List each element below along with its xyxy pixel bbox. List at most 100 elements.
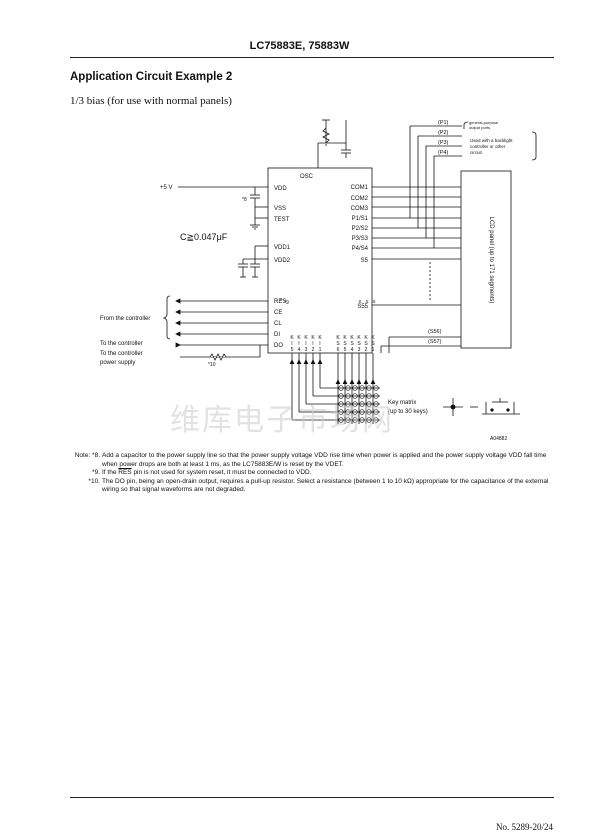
- capacitor-label: C≧0.047μF: [180, 232, 228, 242]
- note-10-tag: *10.: [88, 477, 100, 485]
- ks5: 5: [344, 347, 347, 353]
- key-switch: [352, 401, 358, 407]
- pin-p2s2: P2/S2: [352, 226, 369, 232]
- pin-vss: VSS: [274, 206, 286, 212]
- note-9-text-after: pin is not used for system reset, it mus…: [131, 469, 312, 476]
- svg-text:S: S: [365, 299, 368, 304]
- note-9: *9. If the RES pin is not used for syste…: [70, 469, 556, 478]
- switch-detail: [443, 398, 520, 416]
- page-header: LC75883E, 75883W: [249, 40, 350, 52]
- pin-vdd2: VDD2: [274, 258, 291, 264]
- osc-rc-network: [317, 119, 351, 168]
- left-pin-labels: VDD VSS TEST VDD1 VDD2 RES CE CL DI DO: [274, 186, 291, 349]
- section-title: Application Circuit Example 2: [70, 71, 233, 83]
- pin-cl: CL: [274, 321, 282, 327]
- svg-text:S: S: [350, 341, 354, 347]
- key-switch: [352, 385, 358, 391]
- svg-text:S: S: [358, 299, 361, 304]
- controller-lines: [162, 295, 268, 361]
- note-9-text-before: If the: [102, 469, 119, 476]
- svg-text:K: K: [318, 335, 322, 341]
- footer-rule: [70, 797, 554, 798]
- key-matrix-wiring: [289, 353, 380, 424]
- port-note-gp2: output ports: [469, 125, 490, 130]
- key-switch: [338, 409, 344, 415]
- key-switch: [366, 401, 372, 407]
- port-note-bl-3: circuit.: [470, 150, 483, 155]
- port-p2: (P2): [438, 130, 449, 136]
- s56-s57-lines: [380, 336, 461, 353]
- ki1: 1: [319, 347, 322, 353]
- pin-s55: S55: [357, 304, 368, 310]
- key-switch: [373, 409, 379, 415]
- note8-marker: *8: [242, 197, 247, 203]
- from-controller-label: From the controller: [100, 316, 150, 322]
- svg-text:I: I: [319, 341, 320, 347]
- note-9-tag: *9.: [92, 469, 100, 476]
- to-power-label-1: To the controller: [100, 351, 143, 357]
- to-controller-label: To the controller: [100, 341, 143, 347]
- svg-text:I: I: [291, 341, 292, 347]
- lcd-panel: [460, 170, 512, 349]
- svg-text:K: K: [371, 335, 375, 341]
- svg-text:K: K: [304, 335, 308, 341]
- note10-marker: *10: [208, 362, 216, 368]
- key-switch: [359, 409, 365, 415]
- note-10: *10. The DO pin, being an open-drain out…: [70, 478, 556, 495]
- svg-text:S: S: [336, 341, 340, 347]
- note9-marker: *9: [284, 300, 289, 306]
- svg-text:K: K: [336, 335, 340, 341]
- key-switch: [373, 417, 379, 423]
- plus5v-label: +5 V: [160, 185, 173, 191]
- key-switch: [338, 401, 344, 407]
- port-note-bl-1: Used with a backlight: [470, 138, 513, 143]
- svg-text:K: K: [357, 335, 361, 341]
- note-9-res: RES: [118, 469, 132, 476]
- note-8: Note: *8. Add a capacitor to the power s…: [70, 452, 556, 469]
- header-rule: [70, 57, 554, 58]
- pin-test: TEST: [274, 217, 290, 223]
- pin-p3s3: P3/S3: [352, 236, 369, 242]
- key-switch: [366, 393, 372, 399]
- svg-text:I: I: [298, 341, 299, 347]
- figure-code: A04882: [490, 436, 507, 442]
- osc-label: OSC: [300, 174, 314, 180]
- key-switch: [352, 417, 358, 423]
- notes-section: Note: *8. Add a capacitor to the power s…: [70, 452, 556, 495]
- ki5: 5: [291, 347, 294, 353]
- pin-com3: COM3: [351, 206, 369, 212]
- key-switch: [373, 401, 379, 407]
- pin-res: RES: [274, 299, 286, 305]
- key-switch: [373, 385, 379, 391]
- key-matrix-labels: Key matrix (up to 30 keys): [388, 400, 428, 415]
- ks3: 3: [358, 347, 361, 353]
- pin-vdd1: VDD1: [274, 245, 291, 251]
- key-switch: [373, 393, 379, 399]
- ki2: 2: [312, 347, 315, 353]
- svg-text:I: I: [305, 341, 306, 347]
- key-pin-labels: KI5 KI4 KI3 KI2 KI1 KS6 KS5 KS4 KS3 KS2 …: [290, 299, 375, 353]
- key-switch: [345, 409, 351, 415]
- key-switch: [366, 417, 372, 423]
- pin-com2: COM2: [351, 196, 369, 202]
- svg-text:S: S: [372, 299, 375, 304]
- controller-labels: From the controller To the controller To…: [100, 316, 150, 366]
- svg-text:S: S: [357, 341, 361, 347]
- s56-label: (S56): [428, 329, 442, 335]
- ki3: 3: [305, 347, 308, 353]
- svg-text:K: K: [350, 335, 354, 341]
- ks4: 4: [351, 347, 354, 353]
- key-switch: [359, 385, 365, 391]
- svg-text:K: K: [290, 335, 294, 341]
- svg-text:S: S: [371, 341, 375, 347]
- key-matrix-switches: [338, 385, 379, 423]
- ks6: 6: [337, 347, 340, 353]
- svg-text:I: I: [312, 341, 313, 347]
- key-switch: [345, 401, 351, 407]
- key-switch: [366, 409, 372, 415]
- pin-p1s1: P1/S1: [352, 216, 369, 222]
- note-10-text: The DO pin, being an open-drain output, …: [102, 477, 549, 494]
- svg-text:S: S: [343, 341, 347, 347]
- ks1: 1: [372, 347, 375, 353]
- key-matrix-label: Key matrix: [388, 400, 416, 406]
